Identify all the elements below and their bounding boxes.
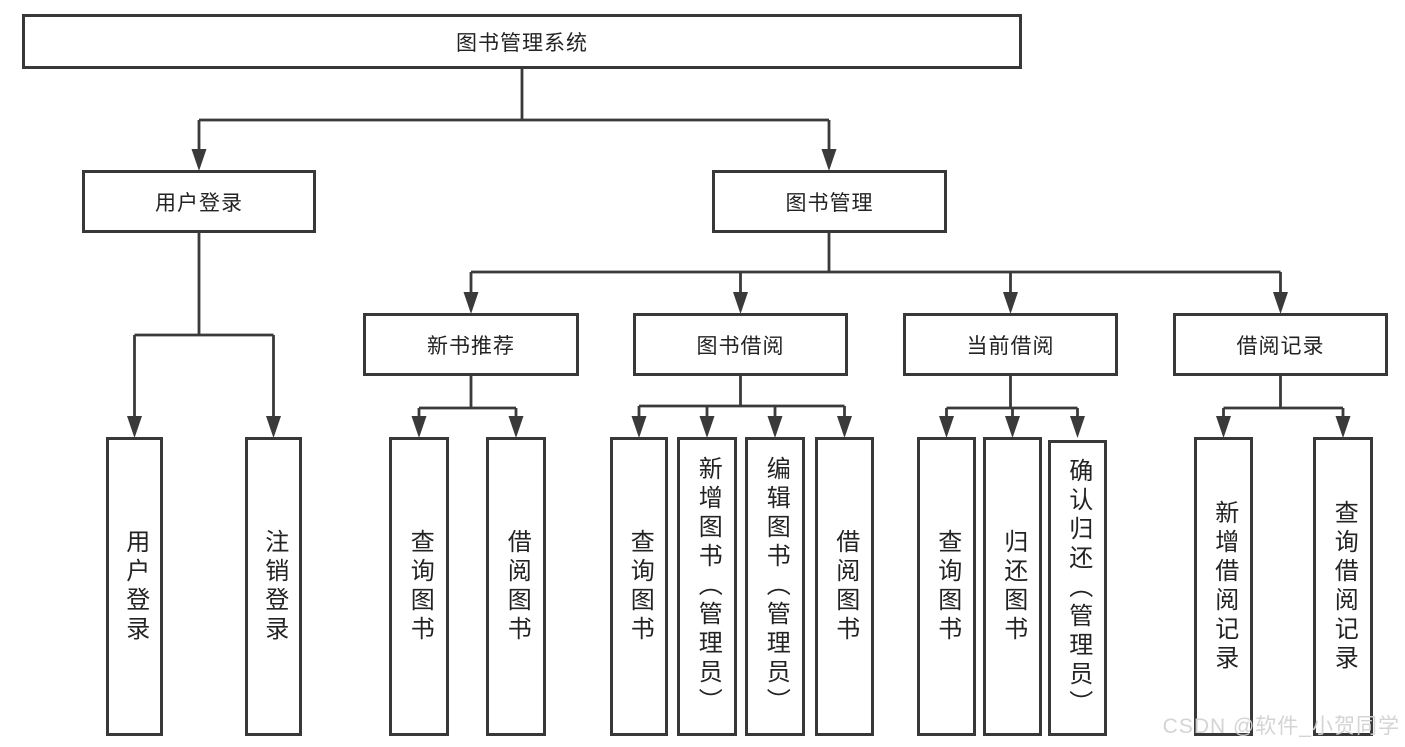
node-leaf-query-books-current-label: 查询图书 xyxy=(933,528,961,645)
node-leaf-query-books-current: 查询图书 xyxy=(917,437,976,736)
node-user-login-branch: 用户登录 xyxy=(82,170,316,233)
connector-current-borrow-to-children xyxy=(945,376,1079,420)
node-leaf-query-borrow-record-label: 查询借阅记录 xyxy=(1330,499,1358,674)
node-leaf-logout-label: 注销登录 xyxy=(260,528,288,645)
node-current-borrowing-label: 当前借阅 xyxy=(966,334,1055,358)
node-current-borrowing: 当前借阅 xyxy=(903,313,1118,376)
node-leaf-edit-book-admin: 编辑图书（管理员） xyxy=(745,437,805,736)
node-borrowing-records-label: 借阅记录 xyxy=(1236,334,1325,358)
node-user-login-branch-label: 用户登录 xyxy=(155,191,243,215)
node-book-management-branch-label: 图书管理 xyxy=(785,191,874,215)
node-new-book-recommend: 新书推荐 xyxy=(363,313,579,376)
connector-new-book-to-children xyxy=(417,376,518,420)
node-leaf-confirm-return-admin-label: 确认归还（管理员） xyxy=(1064,457,1092,719)
node-leaf-borrow-books-recommend-label: 借阅图书 xyxy=(503,528,531,645)
node-book-management-branch: 图书管理 xyxy=(712,170,947,233)
node-leaf-query-books-borrowing-label: 查询图书 xyxy=(626,528,654,645)
node-leaf-borrow-books-label: 借阅图书 xyxy=(831,528,859,645)
node-book-borrowing: 图书借阅 xyxy=(633,313,848,376)
node-leaf-edit-book-admin-label: 编辑图书（管理员） xyxy=(762,456,790,717)
connector-root-to-level2 xyxy=(197,69,831,152)
node-root-library-system: 图书管理系统 xyxy=(22,14,1022,69)
node-leaf-query-books-recommend-label: 查询图书 xyxy=(406,528,434,645)
node-book-borrowing-label: 图书借阅 xyxy=(696,334,785,358)
node-leaf-return-book-label: 归还图书 xyxy=(999,528,1027,645)
node-leaf-add-book-admin-label: 新增图书（管理员） xyxy=(694,456,722,717)
node-new-book-recommend-label: 新书推荐 xyxy=(427,334,515,358)
node-leaf-add-book-admin: 新增图书（管理员） xyxy=(677,437,737,736)
node-leaf-add-borrow-record: 新增借阅记录 xyxy=(1194,437,1253,736)
node-borrowing-records: 借阅记录 xyxy=(1173,313,1388,376)
node-leaf-query-borrow-record: 查询借阅记录 xyxy=(1313,437,1373,736)
node-leaf-query-books-borrowing: 查询图书 xyxy=(610,437,668,736)
node-leaf-user-login-label: 用户登录 xyxy=(121,528,149,645)
node-leaf-confirm-return-admin: 确认归还（管理员） xyxy=(1048,440,1107,736)
node-leaf-borrow-books: 借阅图书 xyxy=(815,437,874,736)
connector-book-borrow-to-children xyxy=(637,376,846,420)
node-leaf-add-borrow-record-label: 新增借阅记录 xyxy=(1210,499,1238,674)
node-leaf-user-login: 用户登录 xyxy=(106,437,163,736)
connector-records-to-children xyxy=(1222,376,1345,420)
connector-book-mgmt-to-level3 xyxy=(469,233,1282,296)
arrowheads-down xyxy=(127,149,1351,438)
node-root-label: 图书管理系统 xyxy=(456,31,588,55)
node-leaf-query-books-recommend: 查询图书 xyxy=(389,437,449,736)
node-leaf-return-book: 归还图书 xyxy=(983,437,1042,736)
node-leaf-logout: 注销登录 xyxy=(245,437,302,736)
node-leaf-borrow-books-recommend: 借阅图书 xyxy=(486,437,546,736)
connector-user-login-to-children xyxy=(133,233,275,420)
